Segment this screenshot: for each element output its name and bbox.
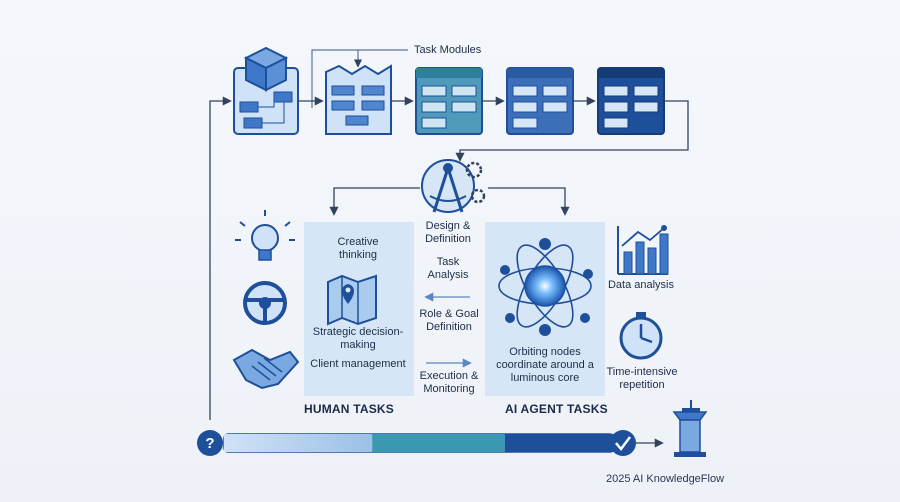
human-item-strategic: Strategic decision-making bbox=[312, 326, 404, 351]
step-design-definition: Design & Definition bbox=[425, 220, 471, 245]
ai-panel-bg bbox=[485, 222, 605, 396]
module-5-grid[interactable] bbox=[597, 67, 665, 135]
lightbulb-icon bbox=[235, 210, 295, 261]
human-panel-title: HUMAN TASKS bbox=[304, 402, 394, 416]
human-item-client: Client management bbox=[310, 358, 406, 370]
handshake-icon bbox=[232, 348, 300, 390]
step-execution-monitoring: Execution & Monitoring bbox=[419, 370, 479, 395]
bar-chart-icon bbox=[617, 225, 669, 275]
compass-gear-icon bbox=[421, 159, 486, 213]
step-task-analysis: Task Analysis bbox=[427, 256, 469, 281]
ai-panel-title: AI AGENT TASKS bbox=[505, 402, 608, 416]
module-2-document[interactable] bbox=[325, 64, 392, 135]
task-modules-label: Task Modules bbox=[414, 44, 482, 56]
atom-core-icon bbox=[498, 238, 593, 336]
podium-icon bbox=[672, 400, 708, 457]
right-item-repetition: Time-intensive repetition bbox=[606, 366, 678, 391]
steering-wheel-icon bbox=[243, 281, 287, 325]
stopwatch-icon bbox=[619, 312, 663, 360]
question-icon[interactable]: ? bbox=[197, 430, 223, 456]
module-1-cube-flow[interactable] bbox=[233, 46, 299, 135]
module-4-grid[interactable] bbox=[506, 67, 574, 135]
module-3-grid[interactable] bbox=[415, 67, 483, 135]
human-item-creative: Creative thinking bbox=[337, 236, 379, 261]
svg-text:?: ? bbox=[205, 435, 214, 452]
ai-core-caption: Orbiting nodes coordinate around a lumin… bbox=[496, 346, 594, 384]
exchange-arrows bbox=[424, 292, 472, 368]
module-connectors bbox=[209, 96, 689, 420]
right-item-data-analysis: Data analysis bbox=[607, 279, 675, 291]
task-modules-pointer bbox=[311, 49, 408, 108]
check-icon[interactable] bbox=[610, 430, 636, 456]
progress-track bbox=[223, 433, 615, 453]
map-pin-icon bbox=[327, 274, 377, 326]
footer-copyright: 2025 AI KnowledgeFlow bbox=[606, 473, 725, 485]
step-role-goal: Role & Goal Definition bbox=[419, 308, 479, 333]
